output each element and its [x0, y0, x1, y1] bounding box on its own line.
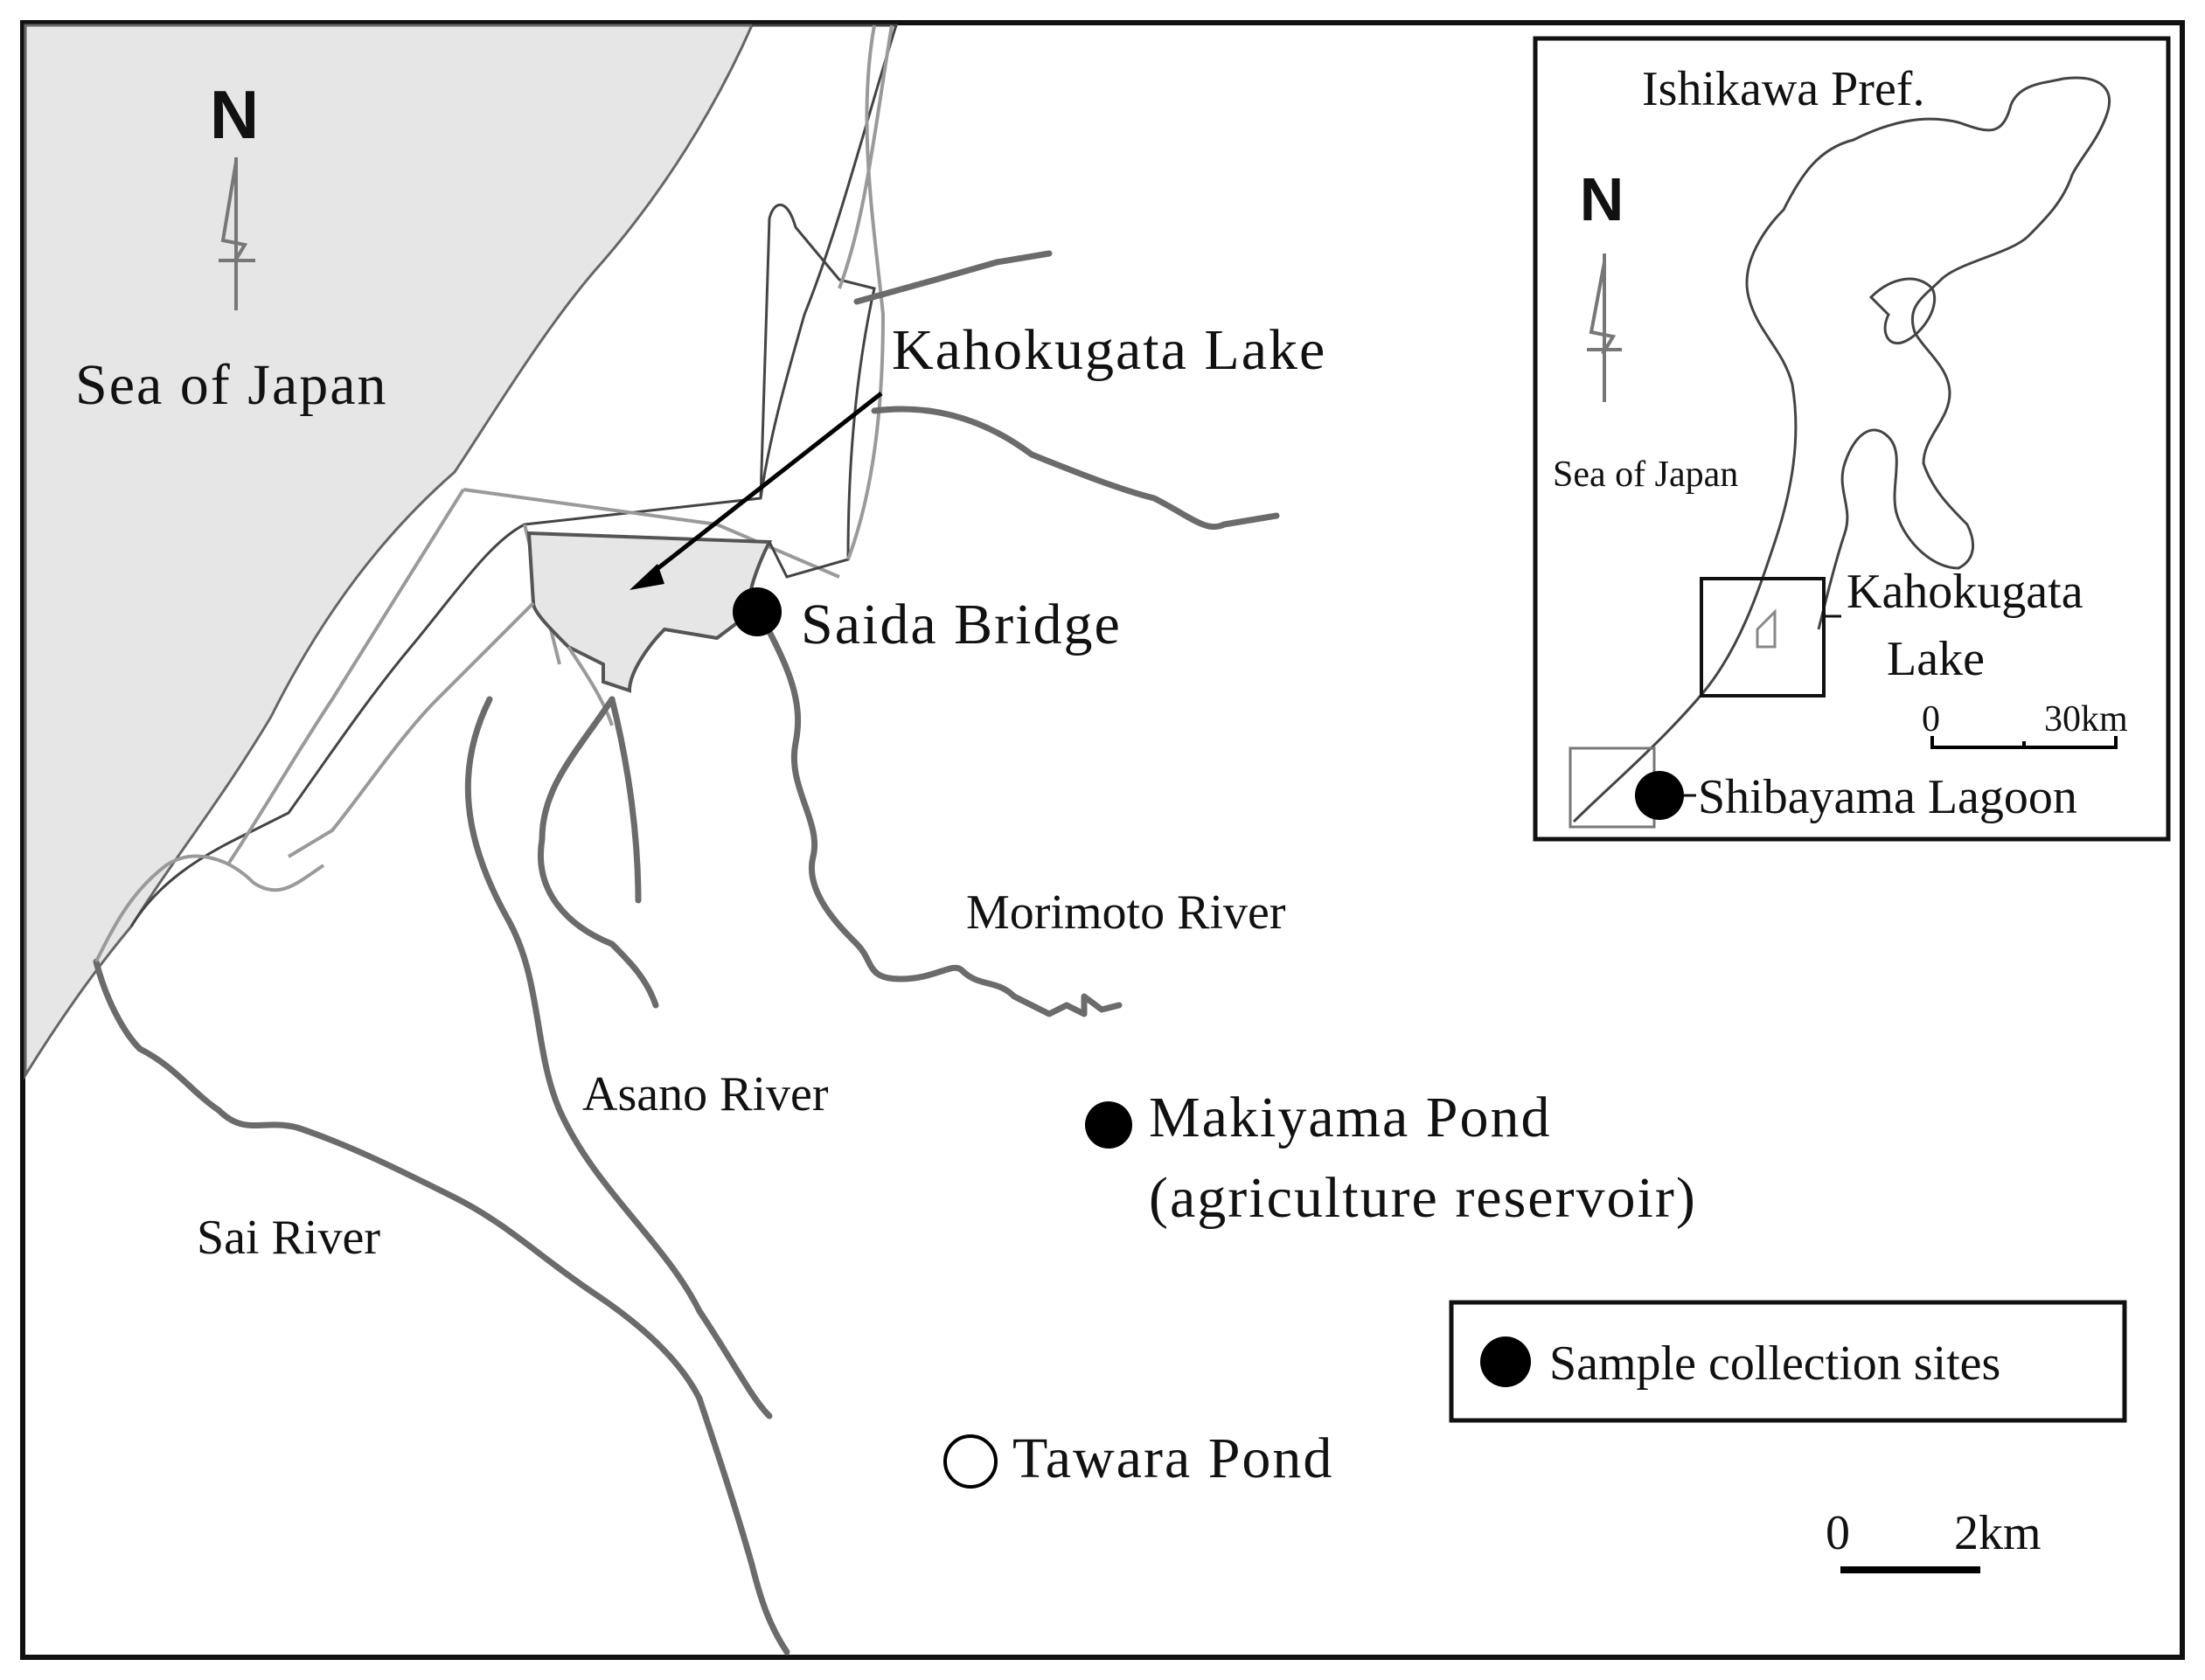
asano-tributary-b [609, 696, 642, 904]
inset-north-label: N [1580, 165, 1624, 233]
north-arrow: N [210, 76, 259, 310]
sai-river-line [93, 958, 790, 1656]
lake-outlet-channel [287, 601, 614, 858]
sai-river-bank [94, 854, 325, 962]
inset-nanao-bay [1868, 277, 1937, 345]
inset-coastline [1572, 76, 2111, 823]
inset-lake-label-line1: Kahokugata [1847, 565, 2083, 619]
inset-title: Ishikawa Pref. [1642, 62, 1924, 116]
saida-bridge-marker [733, 587, 782, 636]
scale-zero-label: 0 [1826, 1506, 1850, 1560]
north-label: N [210, 76, 259, 153]
inset-scale-zero: 0 [1922, 699, 1940, 739]
shibayama-lagoon-label: Shibayama Lagoon [1698, 770, 2077, 824]
inset-kahokugata-box [1700, 577, 1826, 698]
scale-distance-label: 2km [1954, 1506, 2042, 1560]
saida-bridge-label: Saida Bridge [801, 593, 1122, 656]
makiyama-pond-marker [1085, 1101, 1132, 1149]
sea-area [24, 24, 755, 1080]
kahokugata-lake-label: Kahokugata Lake [892, 318, 1326, 382]
lake-pointer-arrowhead [630, 564, 664, 590]
tawara-pond-label: Tawara Pond [1012, 1427, 1333, 1490]
coastal-land-outline [129, 24, 899, 927]
makiyama-pond-label: Makiyama Pond [1149, 1086, 1551, 1149]
canal-road [838, 24, 894, 560]
asano-river-label: Asano River [582, 1067, 829, 1121]
northern-stream [853, 250, 1053, 305]
lake-pointer-line [645, 392, 883, 579]
reclaimed-land-boundary [759, 203, 876, 579]
legend-label: Sample collection sites [1549, 1336, 2000, 1391]
legend-box: Sample collection sites [1449, 1300, 2127, 1423]
legend-marker-icon [1480, 1336, 1531, 1387]
inset-lake-label-line2: Lake [1887, 632, 1985, 686]
asano-river-line [464, 696, 773, 1420]
scale-bar: 0 2km [1826, 1506, 2042, 1573]
makiyama-pond-sublabel: (agriculture reservoir) [1149, 1166, 1697, 1230]
inset-scale-distance: 30km [2044, 699, 2128, 739]
inset-map: Ishikawa Pref. N Sea of Japan Kahokugata… [1533, 36, 2171, 842]
morimoto-river-label: Morimoto River [966, 885, 1286, 940]
sai-river-label: Sai River [197, 1211, 380, 1265]
morimoto-river-line [755, 608, 1123, 1017]
asano-tributary-a [538, 696, 659, 1009]
inset-sea-label: Sea of Japan [1553, 455, 1738, 495]
shibayama-lagoon-marker [1635, 771, 1684, 820]
tawara-pond-marker [943, 1434, 998, 1489]
sea-of-japan-label: Sea of Japan [75, 353, 388, 417]
eastern-stream [871, 406, 1280, 531]
